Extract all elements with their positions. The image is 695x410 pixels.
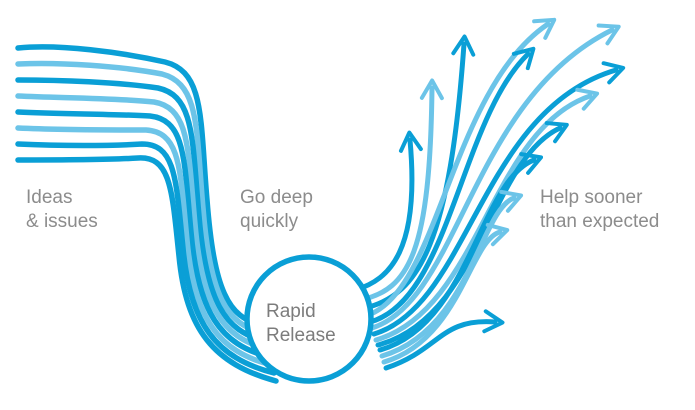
input-strand [15, 60, 267, 336]
label-line: Ideas [26, 187, 73, 208]
output-arrow [371, 61, 626, 337]
input-strand [15, 77, 269, 344]
label-line: Go deep [240, 187, 313, 208]
output-arrow [362, 34, 476, 311]
output-arrow [357, 78, 444, 303]
output-arrow [375, 121, 569, 348]
label-line: than expected [540, 211, 660, 232]
label-ideas-issues: Ideas & issues [26, 186, 98, 234]
output-arrow [367, 46, 536, 325]
label-line: quickly [240, 211, 299, 232]
output-arrow [352, 130, 423, 293]
output-arrow [377, 152, 544, 353]
label-help-sooner: Help sooner than expected [540, 186, 659, 234]
input-strand [15, 141, 277, 376]
output-arrow [381, 222, 510, 365]
input-strands [15, 44, 279, 384]
input-strand [15, 155, 279, 384]
output-arrows [352, 17, 626, 371]
label-line: Release [266, 325, 336, 346]
input-strand [15, 109, 273, 360]
input-strand [15, 125, 275, 368]
rapid-release-circle [244, 254, 374, 384]
label-rapid-release: Rapid Release [266, 300, 336, 348]
label-line: Help sooner [540, 187, 643, 208]
input-strand [15, 93, 271, 352]
input-strand [15, 44, 265, 328]
label-line: Rapid [266, 301, 316, 322]
label-go-deep-quickly: Go deep quickly [240, 186, 313, 234]
label-line: & issues [26, 211, 98, 232]
output-arrow [383, 309, 505, 371]
output-arrow [369, 23, 621, 331]
